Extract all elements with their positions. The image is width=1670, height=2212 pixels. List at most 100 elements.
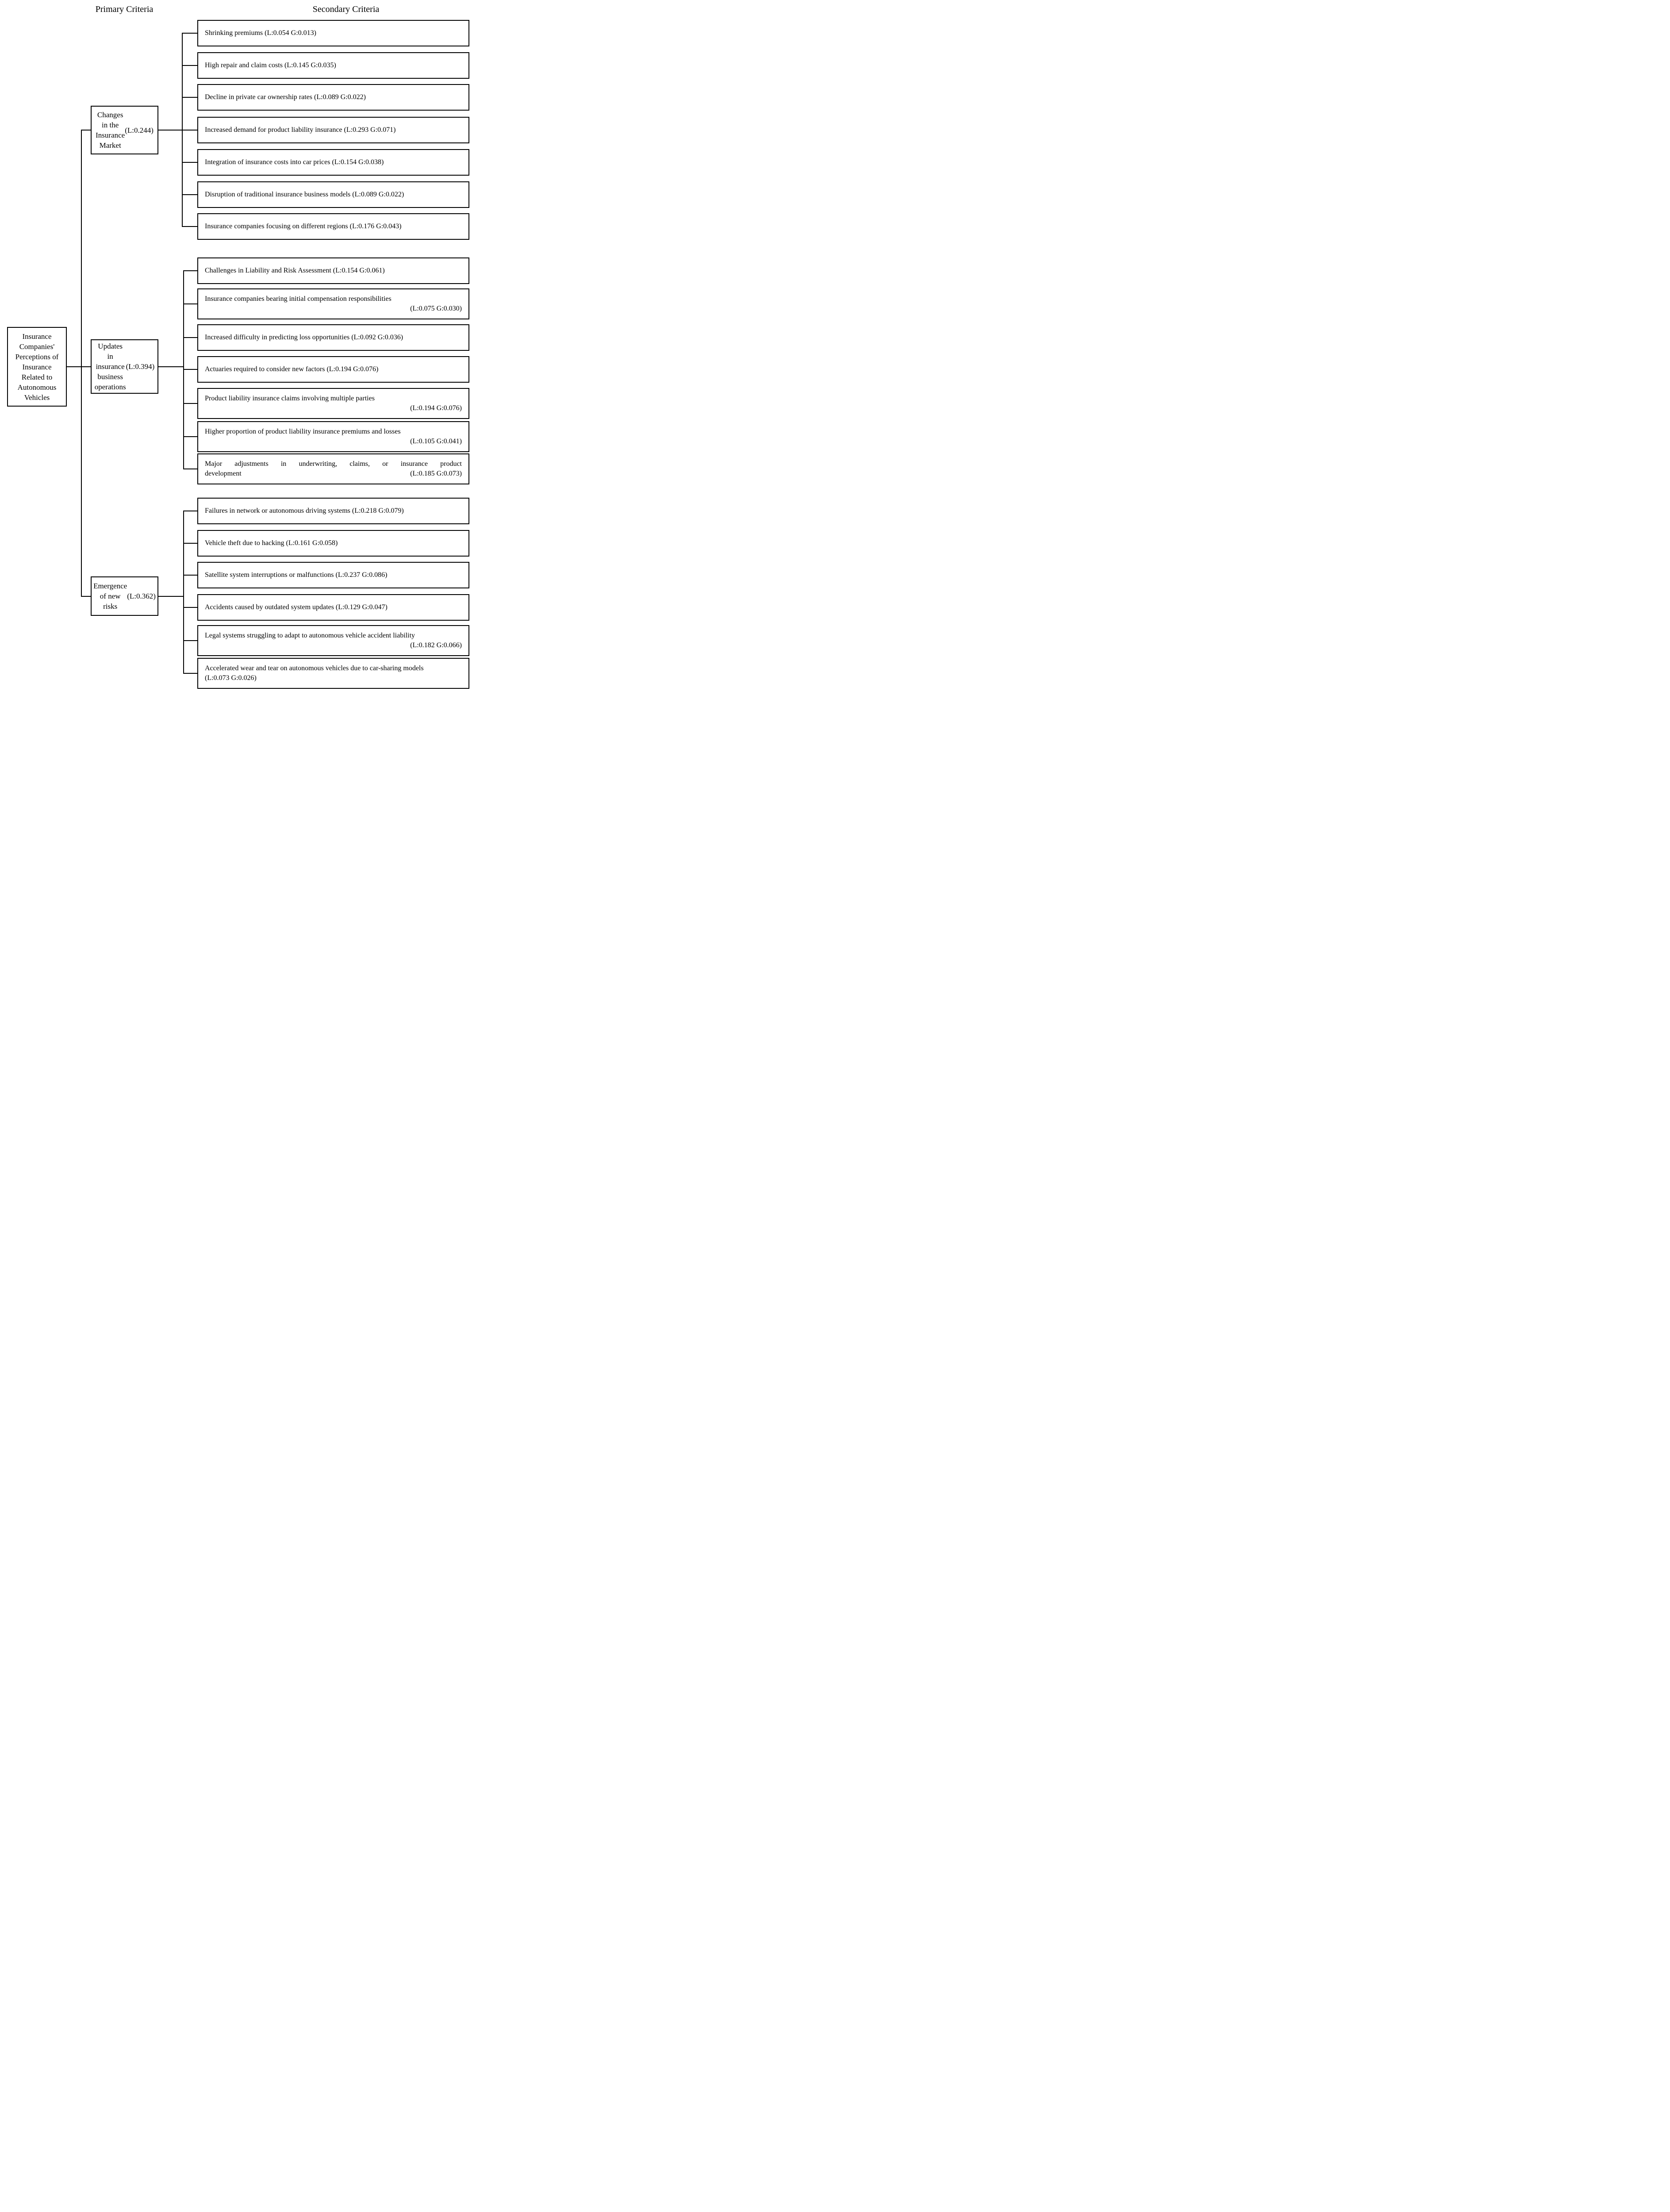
- secondary-weight: (L:0.073 G:0.026): [205, 674, 257, 682]
- secondary-box-2-4: Actuaries required to consider new facto…: [197, 356, 469, 383]
- secondary-weight: (L:0.194 G:0.076): [326, 365, 379, 373]
- trunk-to-primary-line: [81, 595, 91, 597]
- rail-to-secondary-line: [184, 303, 197, 304]
- secondary-label: Disruption of traditional insurance busi…: [205, 191, 353, 198]
- secondary-text: Shrinking premiums (L:0.054 G:0.013): [205, 28, 462, 38]
- primary-label: Emergence of new risks: [93, 582, 127, 611]
- secondary-weight: (L:0.176 G:0.043): [349, 223, 402, 230]
- rail-to-secondary-line: [182, 162, 197, 163]
- rail-to-secondary-line: [182, 97, 197, 98]
- primary-weight: (L:0.244): [125, 126, 154, 134]
- secondary-weight: (L:0.194 G:0.076): [410, 404, 462, 412]
- rail-to-secondary-line: [184, 673, 197, 674]
- secondary-box-1-2: High repair and claim costs (L:0.145 G:0…: [197, 52, 469, 79]
- secondary-text: Actuaries required to consider new facto…: [205, 365, 462, 374]
- secondary-weight: (L:0.218 G:0.079): [352, 507, 404, 515]
- ahp-criteria-diagram: Primary Criteria Secondary Criteria Insu…: [0, 0, 478, 698]
- primary-to-rail-line: [158, 366, 184, 367]
- primary-box-1: Changes in the Insurance Market (L:0.244…: [91, 106, 158, 154]
- primary-criteria-header: Primary Criteria: [95, 4, 154, 14]
- secondary-label: High repair and claim costs: [205, 61, 284, 69]
- secondary-box-1-7: Insurance companies focusing on differen…: [197, 213, 469, 240]
- secondary-text: Satellite system interruptions or malfun…: [205, 570, 462, 580]
- secondary-weight: (L:0.092 G:0.036): [351, 334, 403, 341]
- secondary-box-2-3: Increased difficulty in predicting loss …: [197, 324, 469, 351]
- secondary-text: Disruption of traditional insurance busi…: [205, 190, 462, 200]
- secondary-text: Decline in private car ownership rates (…: [205, 92, 462, 102]
- secondary-box-1-6: Disruption of traditional insurance busi…: [197, 181, 469, 208]
- group-rail-line: [183, 511, 184, 674]
- secondary-label: Legal systems struggling to adapt to aut…: [205, 632, 415, 639]
- secondary-weight: (L:0.237 G:0.086): [335, 571, 388, 579]
- secondary-label: Accidents caused by outdated system upda…: [205, 603, 336, 611]
- rail-to-secondary-line: [184, 369, 197, 370]
- secondary-label: Increased difficulty in predicting loss …: [205, 334, 352, 341]
- secondary-box-1-5: Integration of insurance costs into car …: [197, 149, 469, 176]
- secondary-label-line2: development (L:0.185 G:0.073): [205, 469, 462, 479]
- secondary-text: Increased demand for product liability i…: [205, 125, 462, 135]
- secondary-box-3-4: Accidents caused by outdated system upda…: [197, 594, 469, 621]
- primary-weight: (L:0.362): [127, 592, 156, 600]
- secondary-weight: (L:0.154 G:0.061): [333, 267, 385, 274]
- secondary-weight: (L:0.145 G:0.035): [284, 61, 336, 69]
- secondary-label: Shrinking premiums: [205, 29, 265, 37]
- secondary-box-3-6: Accelerated wear and tear on autonomous …: [197, 658, 469, 689]
- secondary-box-2-1: Challenges in Liability and Risk Assessm…: [197, 257, 469, 284]
- secondary-weight: (L:0.075 G:0.030): [410, 305, 462, 312]
- secondary-text: Accidents caused by outdated system upda…: [205, 603, 462, 612]
- secondary-weight: (L:0.182 G:0.066): [410, 641, 462, 649]
- secondary-label: Satellite system interruptions or malfun…: [205, 571, 336, 579]
- rail-to-secondary-line: [184, 640, 197, 641]
- secondary-label: Challenges in Liability and Risk Assessm…: [205, 267, 333, 274]
- secondary-box-1-4: Increased demand for product liability i…: [197, 117, 469, 143]
- secondary-label: Vehicle theft due to hacking: [205, 539, 286, 547]
- secondary-text: Increased difficulty in predicting loss …: [205, 333, 462, 342]
- rail-to-secondary-line: [184, 270, 197, 271]
- primary-box-2: Updates in insurance business operations…: [91, 339, 158, 394]
- rail-to-secondary-line: [182, 226, 197, 227]
- secondary-weight: (L:0.054 G:0.013): [265, 29, 316, 37]
- secondary-box-2-2: Insurance companies bearing initial comp…: [197, 288, 469, 319]
- secondary-text: Failures in network or autonomous drivin…: [205, 506, 462, 516]
- secondary-text: Accelerated wear and tear on autonomous …: [205, 664, 462, 683]
- secondary-label: Failures in network or autonomous drivin…: [205, 507, 352, 515]
- secondary-weight: (L:0.185 G:0.073): [410, 470, 462, 477]
- secondary-box-1-1: Shrinking premiums (L:0.054 G:0.013): [197, 20, 469, 46]
- rail-to-secondary-line: [184, 436, 197, 437]
- secondary-label: Insurance companies bearing initial comp…: [205, 295, 392, 303]
- secondary-weight: (L:0.089 G:0.022): [352, 191, 404, 198]
- secondary-criteria-header: Secondary Criteria: [312, 4, 380, 14]
- secondary-text: High repair and claim costs (L:0.145 G:0…: [205, 61, 462, 70]
- secondary-box-2-5: Product liability insurance claims invol…: [197, 388, 469, 419]
- secondary-weight: (L:0.089 G:0.022): [314, 93, 366, 101]
- secondary-box-3-1: Failures in network or autonomous drivin…: [197, 498, 469, 524]
- secondary-text: Insurance companies focusing on differen…: [205, 222, 462, 231]
- root-to-trunk-line: [67, 366, 81, 367]
- secondary-box-3-3: Satellite system interruptions or malfun…: [197, 562, 469, 588]
- secondary-weight: (L:0.105 G:0.041): [410, 438, 462, 445]
- secondary-weight: (L:0.129 G:0.047): [335, 603, 388, 611]
- secondary-text: Integration of insurance costs into car …: [205, 157, 462, 167]
- trunk-line: [81, 130, 82, 597]
- primary-label: Changes in the Insurance Market: [96, 111, 125, 150]
- secondary-weight: (L:0.154 G:0.038): [332, 158, 384, 166]
- secondary-label-remainder: development: [205, 470, 242, 477]
- primary-to-rail-line: [158, 130, 182, 131]
- rail-to-secondary-line: [182, 130, 197, 131]
- rail-to-secondary-line: [182, 33, 197, 34]
- secondary-box-3-5: Legal systems struggling to adapt to aut…: [197, 625, 469, 656]
- secondary-label: Decline in private car ownership rates: [205, 93, 315, 101]
- primary-label: Updates in insurance business operations: [94, 342, 126, 391]
- secondary-box-3-2: Vehicle theft due to hacking (L:0.161 G:…: [197, 530, 469, 557]
- secondary-weight: (L:0.161 G:0.058): [286, 539, 338, 547]
- rail-to-secondary-line: [184, 607, 197, 608]
- secondary-text: Vehicle theft due to hacking (L:0.161 G:…: [205, 538, 462, 548]
- rail-to-secondary-line: [184, 543, 197, 544]
- secondary-label: Product liability insurance claims invol…: [205, 395, 375, 402]
- trunk-to-primary-line: [81, 366, 91, 367]
- rail-to-secondary-line: [184, 337, 197, 338]
- primary-weight: (L:0.394): [126, 362, 155, 371]
- root-box: Insurance Companies' Perceptions of Insu…: [7, 327, 67, 407]
- secondary-box-2-7: Major adjustments in underwriting, claim…: [197, 453, 469, 484]
- secondary-label: Increased demand for product liability i…: [205, 126, 344, 134]
